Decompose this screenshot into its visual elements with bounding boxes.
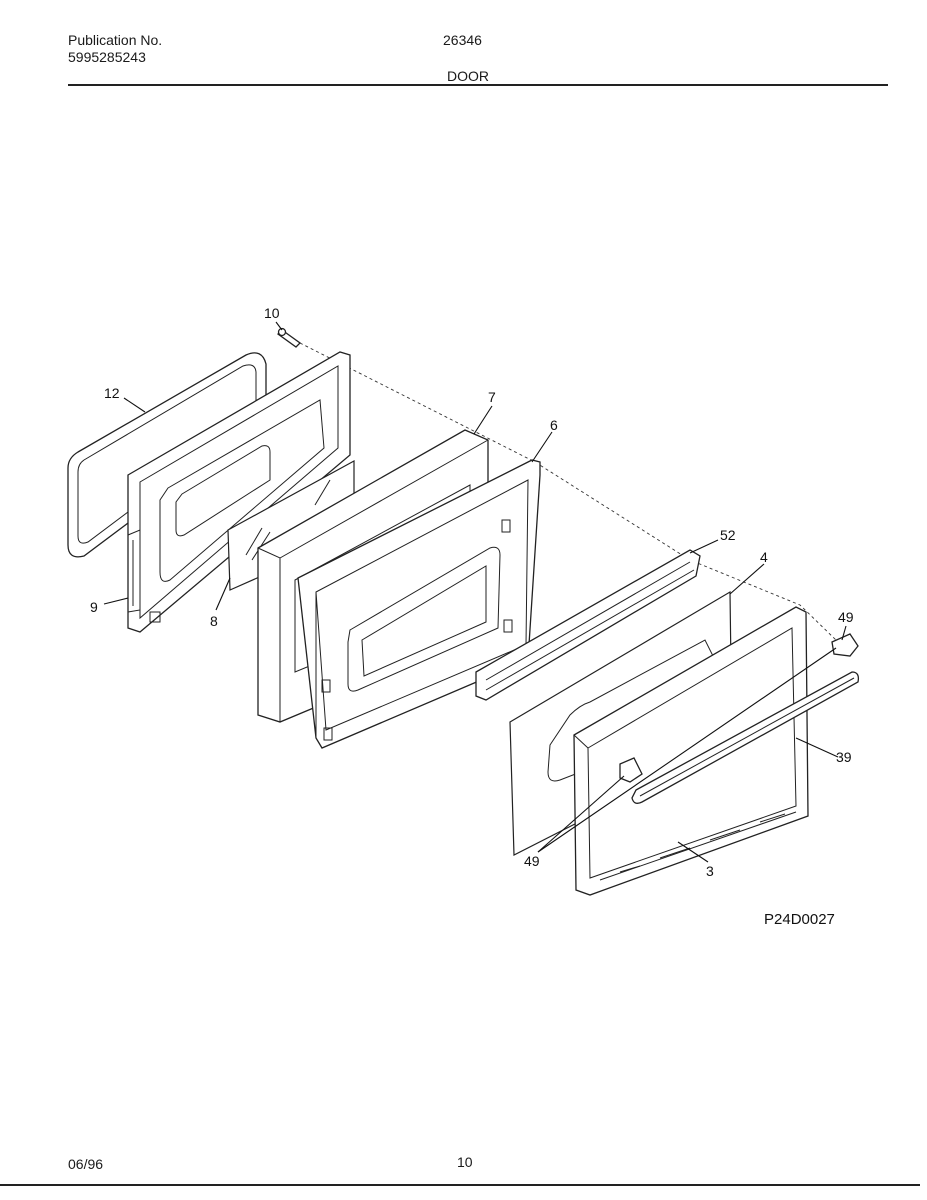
- part-49-handle-cap-left: [619, 757, 643, 783]
- callout-3: 3: [706, 863, 714, 879]
- callout-leader-lines: [103, 321, 847, 863]
- part-49-handle-cap-right: [831, 633, 859, 657]
- page-number: 10: [457, 1154, 473, 1170]
- part-52-trim-channel: [475, 549, 701, 701]
- callout-6: 6: [550, 417, 558, 433]
- callout-8: 8: [210, 613, 218, 629]
- footer-date: 06/96: [68, 1156, 104, 1172]
- publication-number: 5995285243: [68, 49, 146, 65]
- callout-7: 7: [488, 389, 496, 405]
- callout-49-right: 49: [838, 609, 854, 625]
- callout-49-bottom: 49: [524, 853, 540, 869]
- part-10-screw: [277, 327, 301, 348]
- callout-10: 10: [264, 305, 280, 321]
- callout-52: 52: [720, 527, 736, 543]
- section-title: DOOR: [447, 68, 489, 84]
- model-number: 26346: [443, 32, 482, 48]
- callout-9: 9: [90, 599, 98, 615]
- publication-label: Publication No.: [68, 32, 163, 48]
- callout-39: 39: [836, 749, 852, 765]
- part-39-handle: [631, 671, 860, 804]
- part-9-inner-door-panel: [127, 351, 351, 633]
- callout-4: 4: [760, 549, 768, 565]
- callout-12: 12: [104, 385, 120, 401]
- part-3-outer-door-frame: [573, 606, 809, 896]
- drawing-id: P24D0027: [764, 911, 835, 928]
- header-rule: [68, 84, 888, 86]
- footer-rule: [0, 1184, 920, 1186]
